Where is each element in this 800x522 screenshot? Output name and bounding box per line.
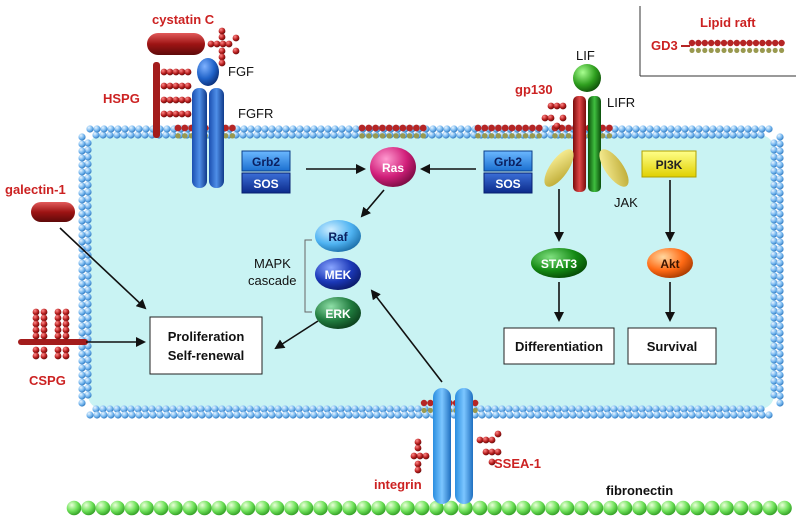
stat3-node: STAT3 xyxy=(531,248,587,278)
cystatin-c-label: cystatin C xyxy=(152,12,215,27)
legend-title: Lipid raft xyxy=(700,15,756,30)
legend-gd3-label: GD3 xyxy=(651,38,678,53)
pathway-arrows xyxy=(59,164,675,383)
sos-left-box: SOS xyxy=(241,172,291,194)
arrow-ras-to-raf xyxy=(360,189,385,218)
survival-box: Survival xyxy=(627,327,717,365)
mapk-label-line2: cascade xyxy=(248,273,296,288)
cspg xyxy=(18,308,88,360)
akt-label: Akt xyxy=(660,257,679,271)
proliferation-label-line2: Self-renewal xyxy=(168,348,245,363)
gp130-glycan-icon xyxy=(541,102,567,130)
cspg-label: CSPG xyxy=(29,373,66,388)
fgfr-label: FGFR xyxy=(238,106,273,121)
grb2-right-box: Grb2 xyxy=(483,150,533,172)
mek-node: MEK xyxy=(315,258,361,290)
grb2-left-label: Grb2 xyxy=(252,155,280,169)
jak-label: JAK xyxy=(614,195,638,210)
cystatin-c-glycan-icon xyxy=(207,27,240,67)
hspg-label: HSPG xyxy=(103,91,140,106)
legend: Lipid raft GD3 xyxy=(639,6,796,77)
cspg-glycan-icon xyxy=(32,308,70,360)
proliferation-label-line1: Proliferation xyxy=(168,329,245,344)
mapk-bracket xyxy=(304,239,312,313)
mapk-label-line1: MAPK xyxy=(254,256,291,271)
pi3k-label: PI3K xyxy=(656,158,683,172)
proliferation-box: Proliferation Self-renewal xyxy=(149,316,263,375)
integrin xyxy=(433,388,473,504)
integrin-glycan-icon xyxy=(410,438,430,474)
fgfr-receptor xyxy=(192,58,224,188)
galectin-1 xyxy=(31,202,75,222)
integrin-label: integrin xyxy=(374,477,422,492)
differentiation-box: Differentiation xyxy=(503,327,615,365)
legend-lipid-raft-icon xyxy=(688,39,785,53)
cystatin-c-body xyxy=(147,33,205,55)
hspg xyxy=(153,62,192,138)
lifr-label: LIFR xyxy=(607,95,635,110)
arrow-integrin-to-erk xyxy=(370,289,443,383)
pi3k-box: PI3K xyxy=(641,150,697,178)
galectin-1-label: galectin-1 xyxy=(5,182,66,197)
ssea-1-glycan-icon xyxy=(476,430,502,466)
survival-label: Survival xyxy=(647,339,698,354)
fibronectin-matrix xyxy=(66,500,792,516)
differentiation-label: Differentiation xyxy=(515,339,603,354)
ras-node: Ras xyxy=(370,147,416,187)
gp130-label: gp130 xyxy=(515,82,553,97)
arrow-erk-to-proliferation xyxy=(274,320,319,350)
hspg-glycan-icon xyxy=(160,68,192,118)
sos-right-box: SOS xyxy=(483,172,533,194)
raf-label: Raf xyxy=(328,230,348,244)
mek-label: MEK xyxy=(325,268,352,282)
fgf-label: FGF xyxy=(228,64,254,79)
cystatin-c xyxy=(147,27,240,67)
erk-label: ERK xyxy=(325,307,351,321)
raf-node: Raf xyxy=(315,220,361,252)
fibronectin-label: fibronectin xyxy=(606,483,673,498)
lif-label: LIF xyxy=(576,48,595,63)
ras-label: Ras xyxy=(382,161,404,175)
akt-node: Akt xyxy=(647,248,693,278)
erk-node: ERK xyxy=(315,297,361,329)
grb2-left-box: Grb2 xyxy=(241,150,291,172)
sos-right-label: SOS xyxy=(495,177,520,191)
stat3-label: STAT3 xyxy=(541,257,578,271)
sos-left-label: SOS xyxy=(253,177,278,191)
arrow-galectin-to-proliferation xyxy=(59,227,147,310)
hspg-core xyxy=(153,62,160,138)
grb2-right-label: Grb2 xyxy=(494,155,522,169)
lifr-gp130-receptor xyxy=(544,64,629,192)
ssea-1-label: SSEA-1 xyxy=(494,456,541,471)
